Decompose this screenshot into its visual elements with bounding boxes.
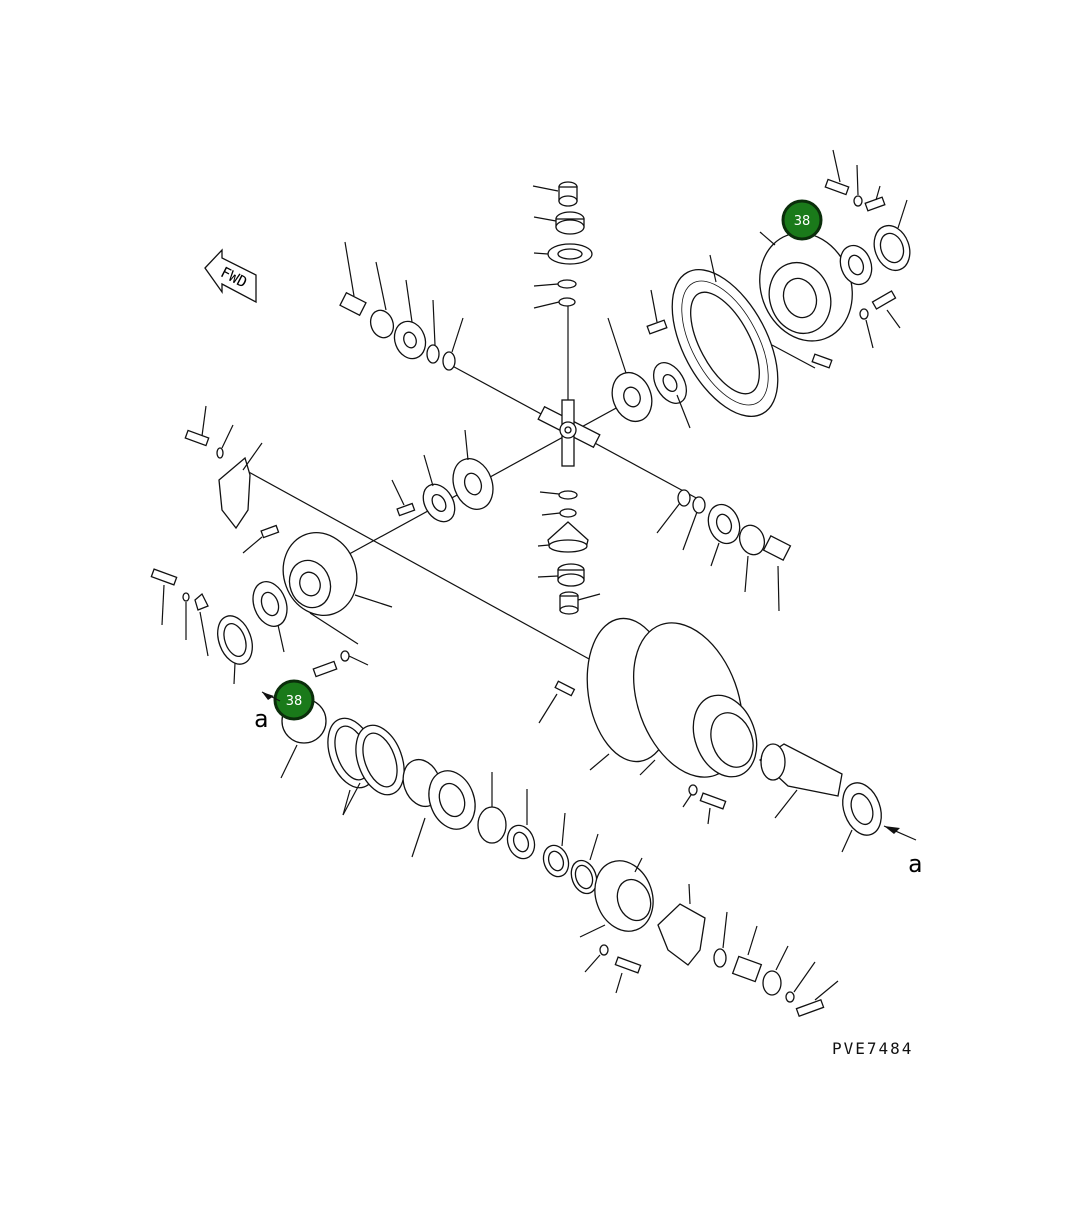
right-bearing-stack — [656, 489, 792, 612]
view-marker-label: a — [254, 705, 268, 733]
side-gear-lower — [391, 429, 494, 523]
lower-pinion-stack — [537, 490, 601, 615]
callout-circle — [781, 199, 823, 241]
ring-gear — [671, 254, 779, 417]
side-gear-upper — [607, 289, 691, 429]
lower-flange-stack — [280, 698, 839, 1018]
callout-number: 38 — [794, 214, 811, 229]
view-marker-right: a — [908, 850, 922, 878]
callout-layer: 38 38 — [273, 199, 823, 721]
callout-badge[interactable]: 38 — [273, 679, 315, 721]
carrier-housing — [538, 617, 758, 825]
left-gear-stack — [339, 241, 464, 371]
differential-case-right — [759, 149, 911, 369]
pinion-shaft — [758, 743, 917, 853]
drawing-code: PVE7484 — [832, 1039, 913, 1058]
callout-number: 38 — [286, 694, 303, 709]
callout-circle — [273, 679, 315, 721]
spider-cross — [537, 399, 601, 467]
fwd-arrow: FWD — [204, 248, 257, 304]
callout-badge[interactable]: 38 — [781, 199, 823, 241]
upper-pinion-stack — [532, 181, 593, 309]
differential-case-left — [150, 405, 393, 685]
view-marker-label-2: a — [908, 850, 922, 878]
view-marker-left: a — [254, 691, 281, 733]
